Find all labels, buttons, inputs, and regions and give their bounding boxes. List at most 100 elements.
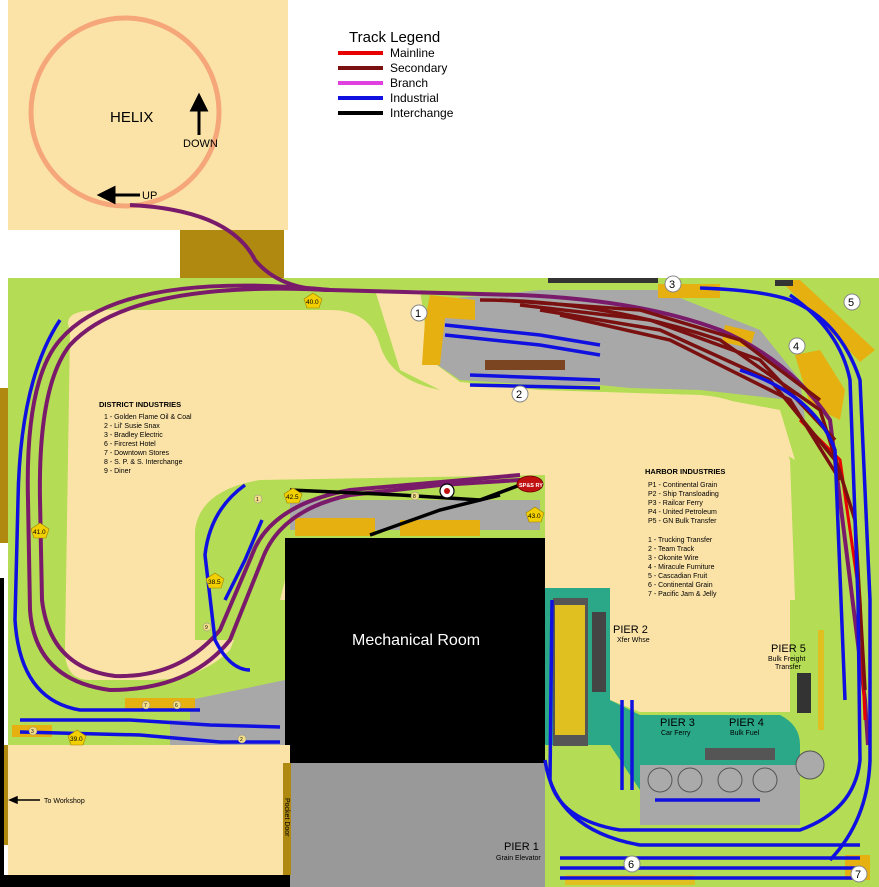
district-building-3 [125, 698, 195, 710]
workshop-label: To Workshop [44, 798, 85, 805]
pier1-elevator-strip [565, 875, 695, 885]
svg-text:7: 7 [855, 869, 861, 881]
harbor-industries-title: HARBOR INDUSTRIES [645, 467, 725, 476]
helix-down-label: DOWN [183, 138, 218, 150]
district-industries-title: DISTRICT INDUSTRIES [99, 400, 181, 409]
svg-text:41.0: 41.0 [33, 529, 46, 536]
district-item-4: 6 - Fircrest Hotel [104, 441, 156, 448]
bubble-1: 1 [410, 304, 428, 322]
harbor-industry-item-5: 5 - Cascadian Fruit [648, 573, 707, 580]
milepost-39-0: 39.0 [67, 729, 87, 746]
svg-text:42.5: 42.5 [286, 494, 299, 501]
helix-ring [28, 15, 222, 209]
district-item-3: 3 - Bradley Electric [104, 432, 163, 439]
harbor-industry-item-7: 7 - Pacific Jam & Jelly [648, 591, 717, 598]
pocket-door-label: Pocket Door [283, 798, 290, 837]
bubble-3: 3 [664, 275, 682, 293]
pier1-desc: Grain Elevator [496, 855, 541, 862]
mechanical-room [285, 538, 545, 763]
mechanical-room-label: Mechanical Room [352, 632, 480, 649]
svg-text:39.0: 39.0 [70, 736, 83, 743]
industry-5-building [780, 280, 875, 362]
helix-title: HELIX [110, 109, 153, 126]
district-item-7: 9 - Diner [104, 468, 132, 475]
harbor-industry-item-2: 2 - Team Track [648, 546, 695, 553]
district-item-6: 8 - S. P. & S. Interchange [104, 459, 183, 466]
pier3-name: PIER 3 [660, 717, 695, 729]
industry-1-building [422, 295, 475, 365]
svg-text:2: 2 [240, 737, 243, 743]
harbor-industry-item-4: 4 - Miracule Furniture [648, 564, 715, 571]
helix-up-label: UP [142, 190, 157, 202]
pocket-door [283, 763, 291, 875]
lower-left-frame [0, 578, 4, 878]
secondary-main-loop [25, 203, 870, 746]
legend-swatch-secondary [338, 66, 383, 70]
pier3-desc: Car Ferry [661, 730, 691, 737]
svg-text:9: 9 [205, 625, 208, 631]
svg-text:2: 2 [516, 389, 522, 401]
workshop-room [8, 745, 290, 875]
svg-text:6: 6 [628, 859, 634, 871]
legend-label-mainline: Mainline [390, 46, 435, 60]
legend-label-secondary: Secondary [390, 61, 447, 75]
pier4-desc: Bulk Fuel [730, 730, 760, 737]
district-marker-7: 7 [141, 700, 151, 710]
interchange-tracks [289, 483, 521, 537]
svg-text:1: 1 [256, 497, 259, 503]
lower-gray-room [290, 763, 545, 887]
svg-text:8: 8 [413, 494, 416, 500]
svg-text:5: 5 [848, 297, 854, 309]
district-building-2 [400, 520, 480, 536]
workshop-arrow-icon [8, 795, 40, 805]
bubble-2: 2 [511, 385, 529, 403]
district-ground [170, 680, 285, 745]
svg-text:38.5: 38.5 [208, 579, 221, 586]
legend-label-branch: Branch [390, 76, 428, 90]
top-black-bar [548, 278, 658, 283]
yard-gray-building [485, 360, 565, 370]
harbor-pier-item-4: P4 - United Petroleum [648, 509, 717, 516]
district-item-2: 2 - Lil' Susie Snax [104, 423, 160, 430]
harbor-pier-item-1: P1 - Continental Grain [648, 482, 717, 489]
svg-text:7: 7 [144, 703, 147, 709]
milepost-40-0: 40.0 [303, 292, 323, 309]
milepost-42-5: 42.5 [283, 487, 303, 504]
railroad-logo-icon [439, 483, 455, 499]
harbor-pier-item-5: P5 - GN Bulk Transfer [648, 518, 717, 525]
top-right-black-bar [775, 280, 793, 286]
bottom-frame [0, 875, 290, 887]
tank-2 [677, 767, 703, 793]
svg-text:43.0: 43.0 [528, 513, 541, 520]
bubble-5: 5 [843, 293, 861, 311]
down-arrow-icon [189, 92, 209, 135]
pier1-name: PIER 1 [504, 841, 539, 853]
pier2-shed [592, 612, 606, 692]
district-item-1: 1 - Golden Flame Oil & Coal [104, 414, 192, 421]
pier2-desc: Xfer Whse [617, 637, 650, 644]
district-building-row [295, 518, 375, 536]
district-marker-2: 2 [237, 734, 247, 744]
svg-text:3: 3 [31, 729, 34, 735]
legend-swatch-branch [338, 81, 383, 85]
legend-label-interchange: Interchange [390, 106, 454, 120]
district-marker-9: 9 [202, 622, 212, 632]
bubble-7: 7 [850, 865, 868, 883]
legend-swatch-industrial [338, 96, 383, 100]
district-item-5: 7 - Downtown Stores [104, 450, 169, 457]
milepost-43-0: 43.0 [525, 506, 545, 523]
tank-3 [717, 767, 743, 793]
pier4-name: PIER 4 [729, 717, 764, 729]
yard-inner-ground [375, 290, 795, 460]
tank-5 [795, 750, 825, 780]
milepost-38-5: 38.5 [205, 572, 225, 589]
legend-title: Track Legend [349, 29, 440, 46]
industrial-tracks [13, 286, 872, 880]
harbor-pier-item-2: P2 - Ship Transloading [648, 491, 719, 498]
svg-text:SP&S RY: SP&S RY [519, 483, 543, 489]
svg-text:6: 6 [175, 703, 178, 709]
district-marker-6: 6 [172, 700, 182, 710]
pier5-crane [818, 630, 824, 730]
legend-label-industrial: Industrial [390, 91, 439, 105]
